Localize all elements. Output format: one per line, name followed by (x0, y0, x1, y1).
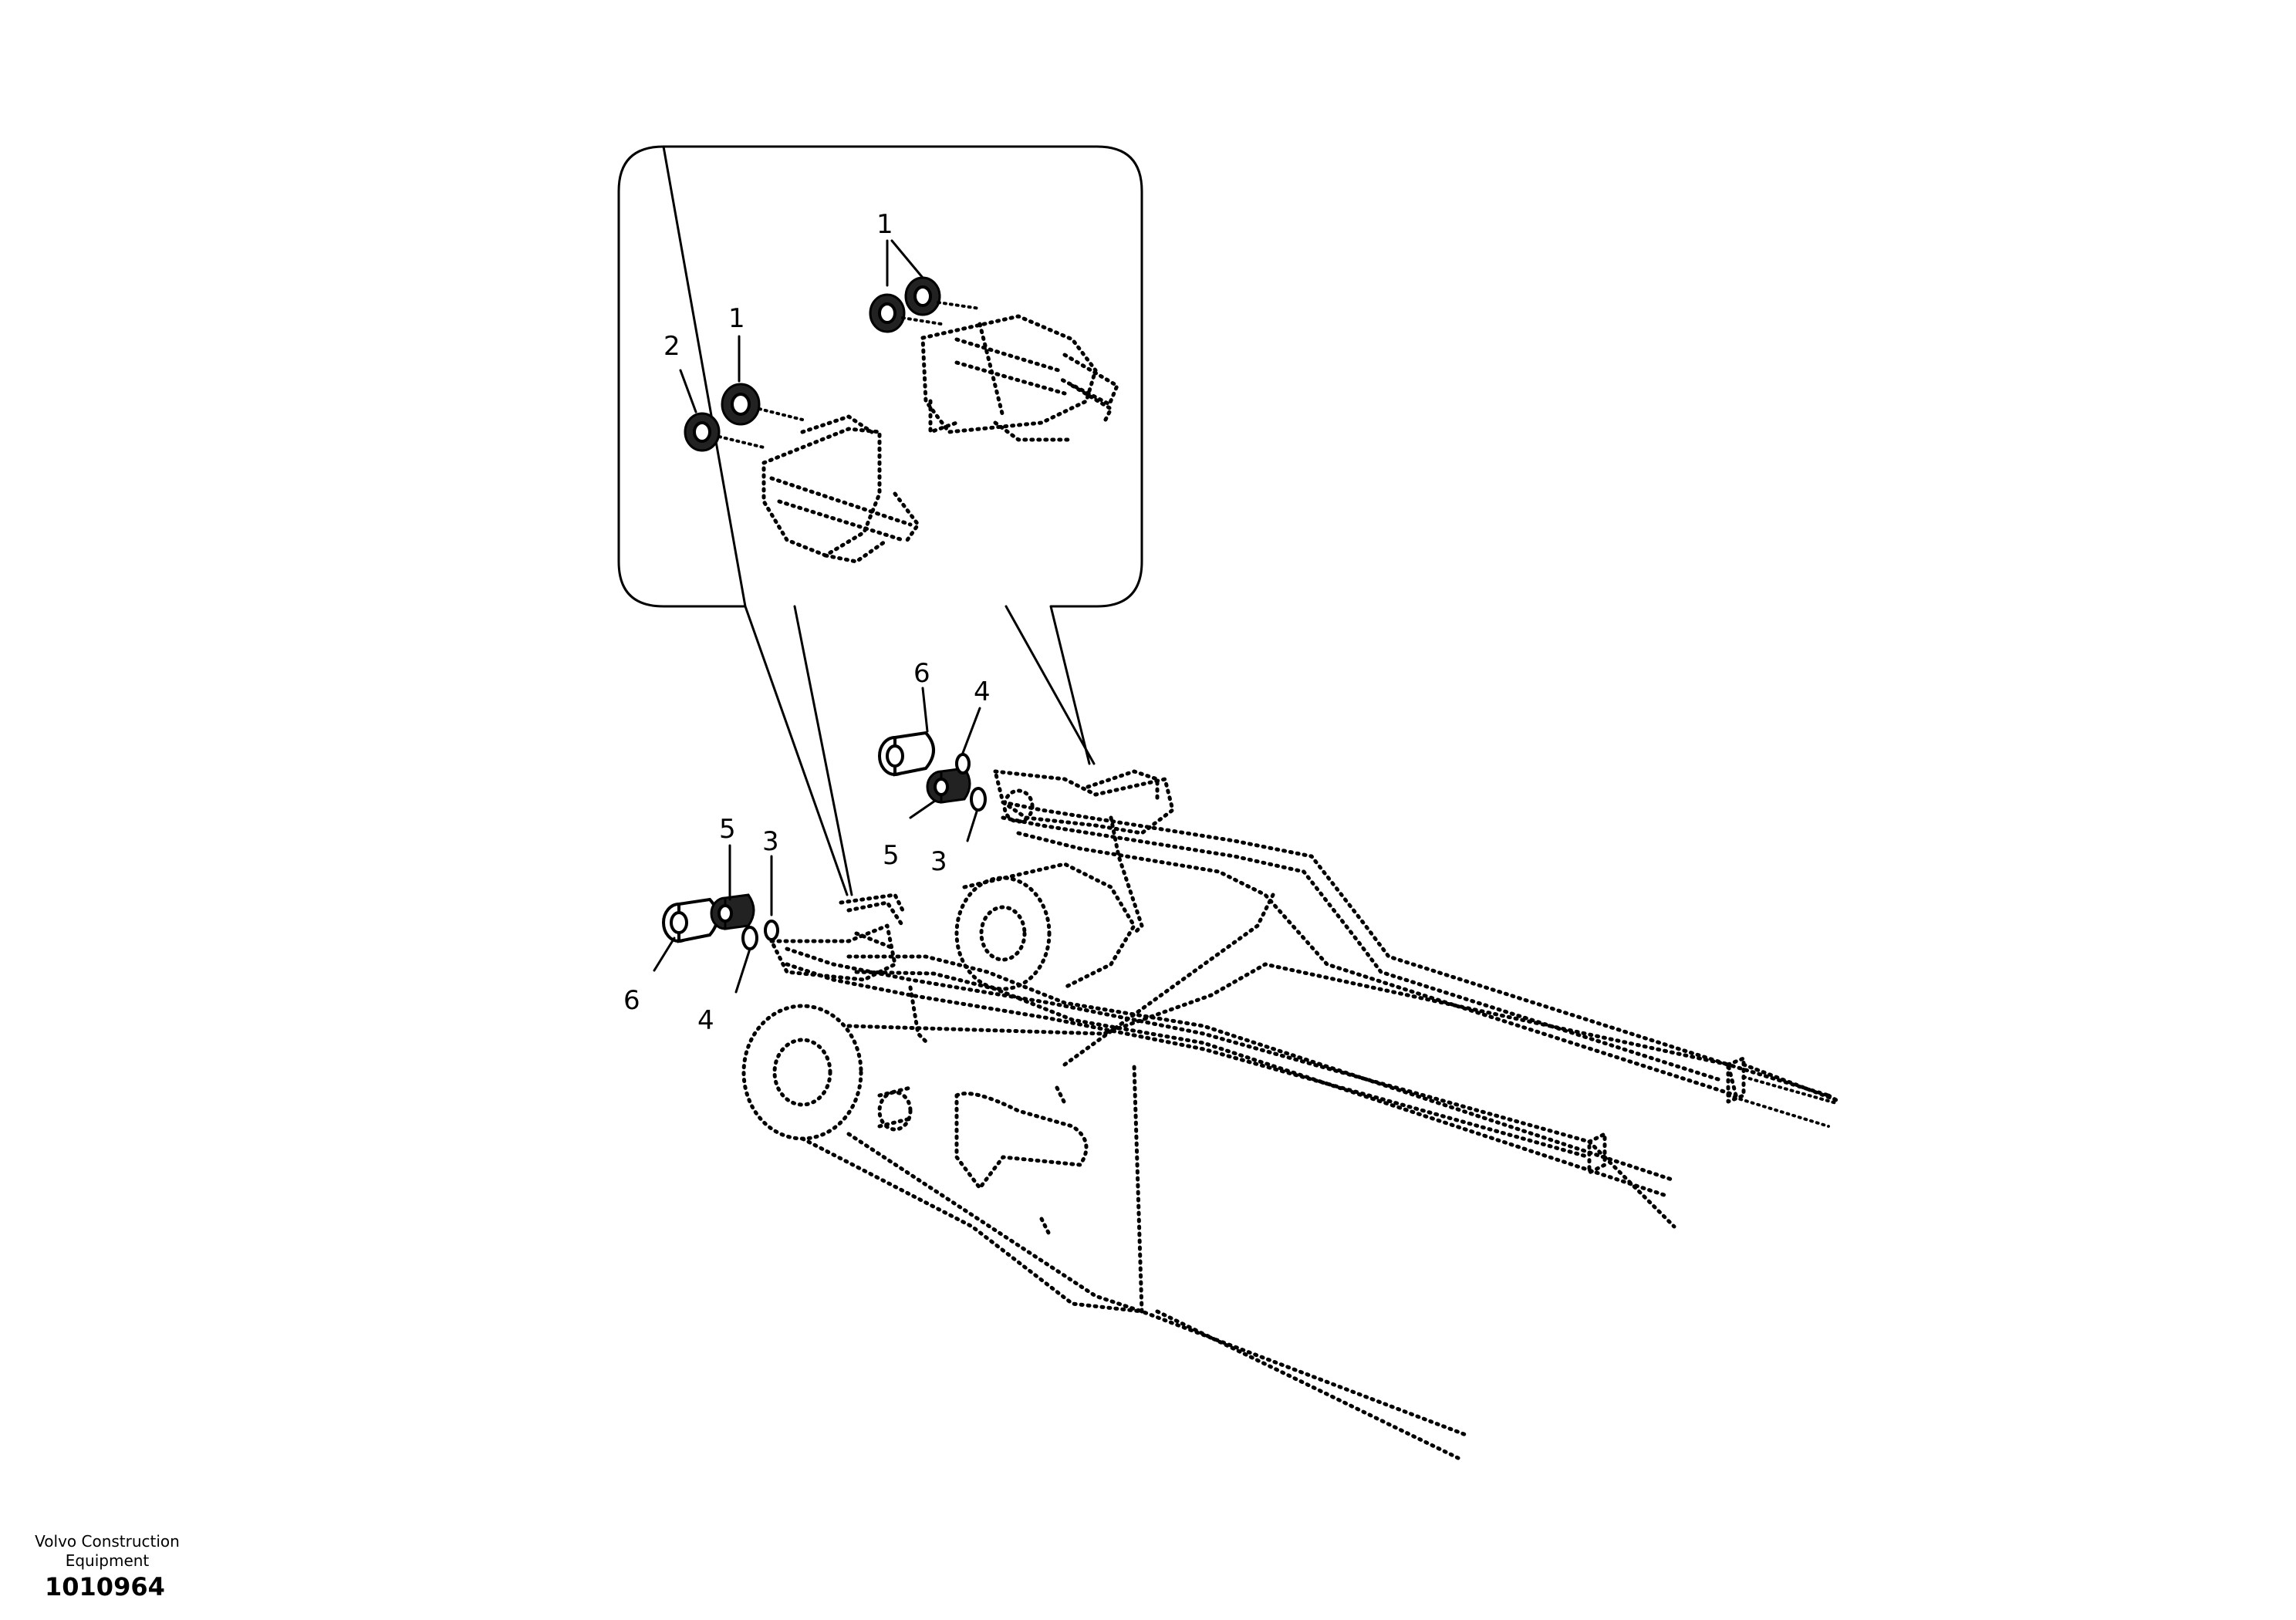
right-fitting-parts (878, 731, 987, 812)
callout-right-6: 6 (913, 658, 930, 689)
leader-lines (653, 687, 981, 994)
callout-left-3: 3 (762, 826, 779, 857)
inset-fitting-assembly-b (684, 383, 920, 564)
callout-right-3: 3 (930, 846, 947, 877)
lower-fitting-block (769, 893, 928, 1044)
callout-inset-2: 2 (663, 331, 680, 362)
hydraulic-lines (785, 800, 1838, 1460)
upper-fitting-block (993, 769, 1175, 936)
callout-inset-single-1: 1 (728, 303, 745, 334)
drawing-number: 1010964 (45, 1572, 165, 1601)
callout-left-5: 5 (719, 814, 736, 845)
callout-right-5: 5 (883, 840, 900, 871)
brand-label: Volvo Construction Equipment (35, 1532, 180, 1570)
inset-fitting-assembly-a (869, 276, 1119, 442)
boom-structure (741, 862, 1831, 1437)
callout-inset-pair-1: 1 (876, 209, 893, 240)
callout-left-4: 4 (697, 1005, 714, 1036)
callout-labels: 1 1 2 6 4 5 3 5 3 6 4 (623, 209, 991, 1036)
callout-right-4: 4 (974, 677, 991, 707)
left-fitting-parts (662, 893, 779, 950)
callout-left-6: 6 (623, 985, 640, 1016)
detail-inset (617, 145, 1143, 896)
